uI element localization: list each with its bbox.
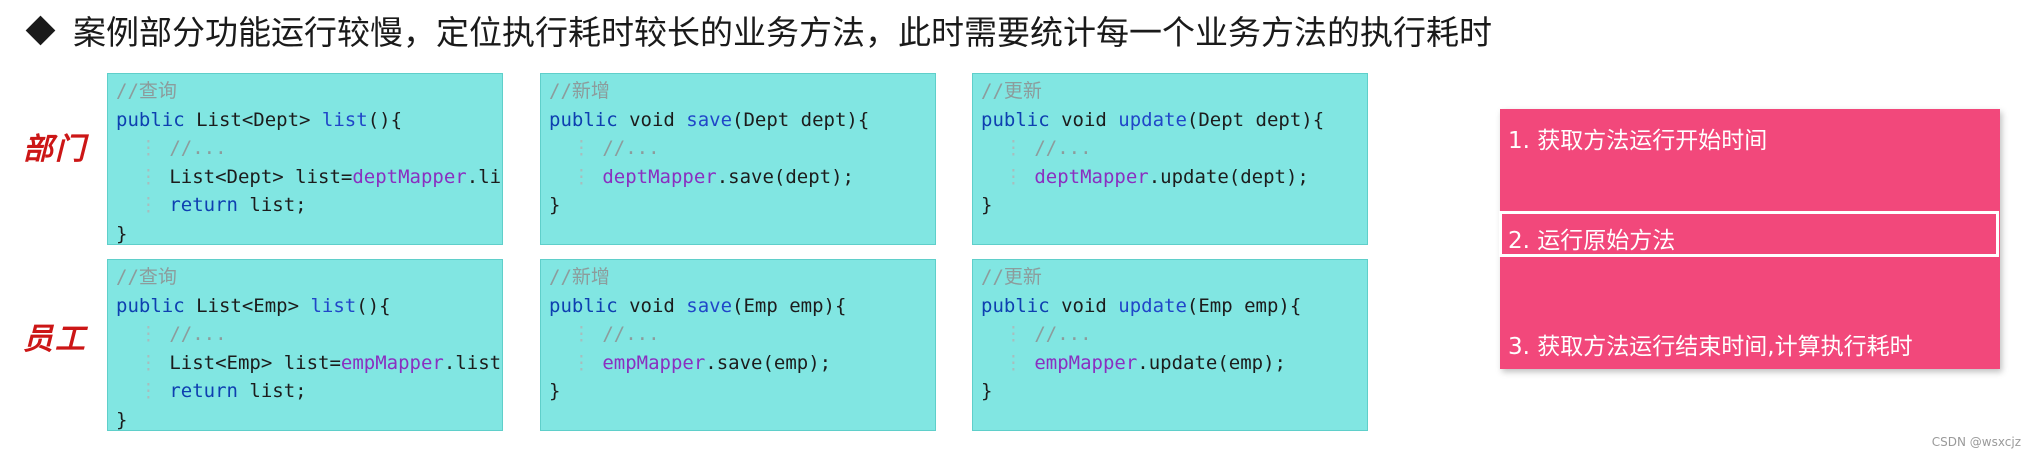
code-comment: //新增 (549, 266, 610, 288)
code-block-dept-save: //新增 public void save(Dept dept){ ⋮ //..… (540, 73, 936, 245)
step-3-label: 3. 获取方法运行结束时间,计算执行耗时 (1508, 334, 1913, 360)
code-block-emp-list: //查询 public List<Emp> list(){ ⋮ //... ⋮ … (107, 259, 503, 431)
code-method-name: list (310, 294, 357, 317)
step-2-label: 2. 运行原始方法 (1508, 228, 1676, 254)
code-keyword: return (169, 380, 238, 402)
code-keyword: public (116, 294, 185, 317)
code-text: list; (237, 380, 307, 402)
code-mapper: deptMapper (602, 165, 717, 188)
code-comment: //更新 (981, 80, 1042, 102)
code-mapper: empMapper (602, 351, 706, 374)
code-mapper: empMapper (1034, 351, 1138, 374)
code-text: void (1049, 294, 1119, 317)
code-keyword: public (549, 294, 618, 317)
code-brace: } (549, 380, 561, 402)
code-brace: } (981, 194, 993, 216)
code-text: List<Dept> list= (169, 165, 353, 188)
code-text: (Dept dept){ (1186, 108, 1325, 131)
step-1-label: 1. 获取方法运行开始时间 (1508, 128, 1768, 154)
code-text: List<Dept> (184, 108, 322, 131)
code-method-name: save (686, 108, 733, 131)
code-text: List<Emp> (184, 294, 311, 317)
code-text: List<Emp> list= (169, 351, 341, 374)
code-brace: } (981, 380, 993, 402)
code-brace: } (116, 408, 128, 431)
code-comment: //... (602, 137, 660, 159)
code-text: .list(); (466, 165, 502, 188)
code-text: list; (237, 194, 307, 216)
code-text: .save(dept); (716, 165, 854, 188)
code-comment: //查询 (116, 80, 177, 102)
code-block-dept-list: //查询 public List<Dept> list(){ ⋮ //... ⋮… (107, 73, 503, 245)
code-keyword: public (981, 294, 1050, 317)
code-method-name: save (686, 294, 733, 317)
watermark: CSDN @wsxcjz (1931, 435, 2021, 449)
code-text: .update(dept); (1148, 165, 1309, 188)
code-comment: //查询 (116, 266, 177, 288)
code-keyword: return (169, 194, 238, 216)
slide-title-text: 案例部分功能运行较慢，定位执行耗时较长的业务方法，此时需要统计每一个业务方法的执… (73, 13, 1492, 52)
row-label-dept: 部门 (23, 132, 87, 167)
code-block-emp-update: //更新 public void update(Emp emp){ ⋮ //..… (972, 259, 1368, 431)
code-brace: } (116, 222, 128, 245)
code-text: void (617, 108, 687, 131)
code-method-name: update (1118, 108, 1187, 131)
code-text: .list(); (443, 351, 502, 374)
code-text: void (617, 294, 687, 317)
code-text: (Emp emp){ (732, 294, 847, 317)
diamond-bullet-icon (25, 15, 56, 45)
code-text: .save(emp); (705, 351, 832, 374)
code-block-dept-update: //更新 public void update(Dept dept){ ⋮ //… (972, 73, 1368, 245)
code-text: void (1049, 108, 1119, 131)
code-method-name: update (1118, 294, 1187, 317)
step-2-highlight-box (1499, 211, 1999, 257)
code-comment: //... (169, 137, 227, 159)
code-text: (){ (356, 294, 391, 317)
code-text: (){ (367, 108, 403, 131)
code-text: .update(emp); (1137, 351, 1286, 374)
row-label-emp: 员工 (23, 322, 87, 357)
code-mapper: empMapper (340, 351, 444, 374)
code-text: (Dept dept){ (732, 108, 870, 131)
code-method-name: list (321, 108, 368, 131)
code-comment: //... (1034, 323, 1092, 345)
code-mapper: deptMapper (1034, 165, 1149, 188)
slide-title: 案例部分功能运行较慢，定位执行耗时较长的业务方法，此时需要统计每一个业务方法的执… (20, 4, 1492, 56)
code-comment: //... (1034, 137, 1092, 159)
steps-panel: 1. 获取方法运行开始时间 2. 运行原始方法 3. 获取方法运行结束时间,计算… (1499, 109, 2000, 369)
code-comment: //更新 (981, 266, 1042, 288)
code-comment: //新增 (549, 80, 610, 102)
code-comment: //... (169, 323, 227, 345)
code-keyword: public (981, 108, 1050, 131)
code-keyword: public (116, 108, 185, 131)
code-brace: } (549, 194, 561, 216)
code-block-emp-save: //新增 public void save(Emp emp){ ⋮ //... … (540, 259, 936, 431)
code-mapper: deptMapper (352, 165, 467, 188)
code-text: (Emp emp){ (1186, 294, 1302, 317)
code-keyword: public (549, 108, 618, 131)
code-comment: //... (602, 323, 660, 345)
